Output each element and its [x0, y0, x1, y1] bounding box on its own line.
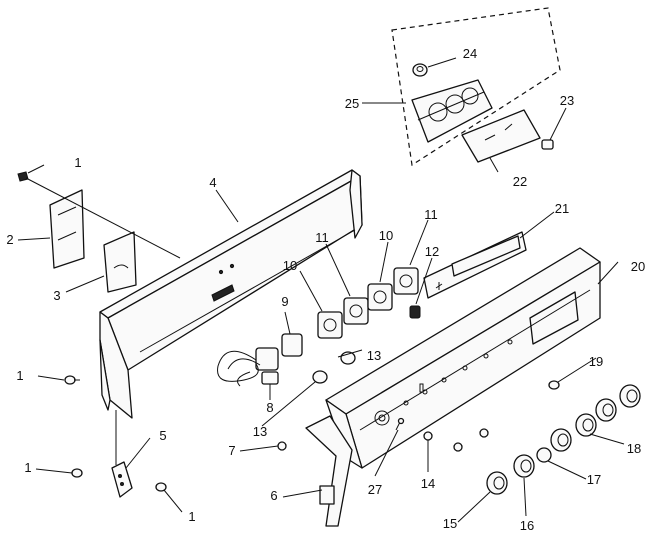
- callout-labels: 1 1 1 1 2 3 4 5 6 7 8 9 10 10 11 11 12 1…: [6, 46, 645, 533]
- part-knob-5: [575, 413, 597, 437]
- part-switch: [255, 333, 303, 371]
- part-screw-left: [64, 375, 80, 385]
- callout-13-lower: 13: [253, 424, 267, 439]
- part-infinite-switch-1: [317, 311, 343, 339]
- part-end-bracket: [103, 231, 137, 293]
- callout-6: 6: [270, 488, 277, 503]
- part-end-cap: [111, 461, 133, 498]
- callout-1-bottom-left: 1: [24, 460, 31, 475]
- part-knob-4: [550, 428, 572, 452]
- callout-13-upper: 13: [367, 348, 381, 363]
- callout-25: 25: [345, 96, 359, 111]
- callout-10-right: 10: [379, 228, 393, 243]
- part-knob-1: [486, 471, 508, 495]
- part-screw-panel: [548, 380, 560, 390]
- part-knob-3: [536, 447, 552, 463]
- callout-10-left: 10: [283, 258, 297, 273]
- part-knob-6: [595, 398, 617, 422]
- part-screw-7: [277, 441, 287, 451]
- callout-1-top: 1: [74, 155, 81, 170]
- part-indicator-light-2: [312, 370, 328, 384]
- part-screw-14: [423, 431, 433, 441]
- callout-11-right: 11: [424, 207, 438, 222]
- part-clock-assembly: [411, 79, 493, 143]
- part-infinite-switch-4: [393, 267, 419, 295]
- part-small-knob: [541, 139, 554, 150]
- callout-20: 20: [631, 259, 645, 274]
- part-screw-bottom-right: [155, 482, 167, 492]
- leader-lines: [17, 57, 625, 523]
- callout-19: 19: [589, 354, 603, 369]
- part-side-trim: [305, 415, 353, 527]
- inset-detail-box: [391, 7, 561, 167]
- part-knob-2: [513, 454, 535, 478]
- callout-8: 8: [266, 400, 273, 415]
- part-nut: [453, 428, 489, 452]
- part-clip: [409, 305, 421, 319]
- callout-5: 5: [159, 428, 166, 443]
- callout-22: 22: [513, 174, 527, 189]
- callout-23: 23: [560, 93, 574, 108]
- callout-21: 21: [555, 201, 569, 216]
- callout-18: 18: [627, 441, 641, 456]
- part-pin: [395, 417, 405, 431]
- callout-3: 3: [53, 288, 60, 303]
- callout-2: 2: [6, 232, 13, 247]
- callout-1-bottom-right: 1: [188, 509, 195, 524]
- part-screw-top: [17, 171, 29, 182]
- callout-12: 12: [425, 244, 439, 259]
- guide-line: [25, 177, 181, 259]
- part-side-bracket: [49, 189, 85, 269]
- callout-17: 17: [587, 472, 601, 487]
- part-wire-harness: [217, 350, 279, 387]
- part-control-panel: [325, 247, 601, 469]
- part-clock-lens: [461, 109, 541, 163]
- callout-14: 14: [421, 476, 435, 491]
- callout-16: 16: [520, 518, 534, 533]
- callout-15: 15: [443, 516, 457, 531]
- part-infinite-switch-2: [343, 297, 369, 325]
- callout-7: 7: [228, 443, 235, 458]
- callout-11-left: 11: [315, 230, 329, 245]
- part-infinite-switch-3: [367, 283, 393, 311]
- part-control-panel-insert: [423, 231, 527, 299]
- part-screw-bottom-left: [71, 468, 83, 478]
- part-timer-knob: [412, 63, 428, 77]
- callout-27: 27: [368, 482, 382, 497]
- part-backguard-housing: [99, 169, 363, 419]
- callout-24: 24: [463, 46, 477, 61]
- callout-9: 9: [281, 294, 288, 309]
- callout-4: 4: [209, 175, 216, 190]
- part-knob-7: [619, 384, 641, 408]
- callout-1-left: 1: [16, 368, 23, 383]
